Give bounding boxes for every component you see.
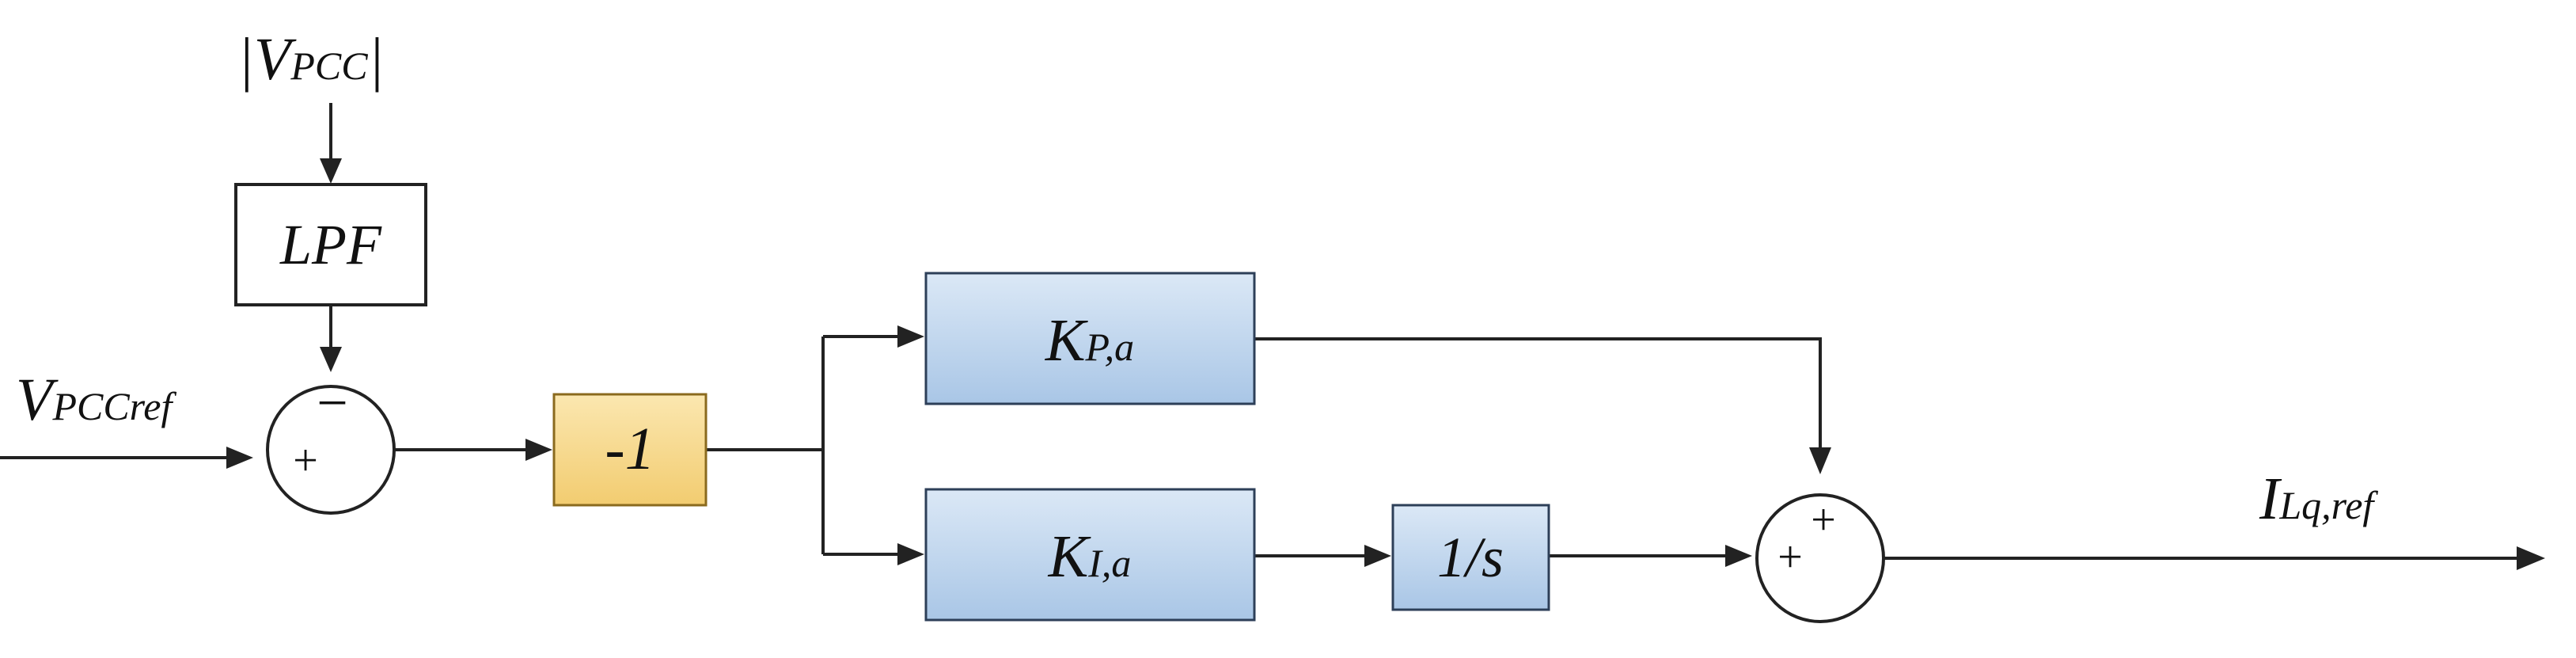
output-label-ilq-ref: ILq,ref (2259, 466, 2378, 532)
arrowhead-into-sum1-top (320, 347, 342, 372)
arrowhead-into-integrator (1364, 545, 1391, 567)
arrowheads (226, 158, 2545, 570)
kp-block[interactable]: KP,a (924, 272, 1256, 405)
arrowhead-into-ki (897, 543, 924, 565)
wires (0, 103, 2525, 560)
kp-box (924, 272, 1256, 405)
arrowhead-output (2517, 546, 2545, 570)
negative-gain-block[interactable]: -1 (552, 393, 708, 507)
gain-box (552, 393, 708, 507)
sum1-minus-sign: − (317, 373, 347, 434)
ki-label: KI,a (1048, 523, 1132, 590)
lpf-block[interactable]: LPF (234, 183, 427, 306)
integrator-label: 1/s (1437, 526, 1504, 589)
input-label-vpcc-ref: VPCCref (16, 367, 176, 433)
integrator-box (1391, 504, 1550, 611)
arrowhead-into-gain (525, 439, 552, 461)
summing-junction-1: + − (266, 373, 396, 515)
lpf-label: LPF (279, 213, 382, 276)
sum1-plus-sign: + (293, 436, 318, 485)
lpf-box (234, 183, 427, 306)
ki-block[interactable]: KI,a (924, 488, 1256, 622)
arrowhead-into-sum1-left (226, 447, 253, 469)
kp-label: KP,a (1045, 307, 1134, 374)
sum1-circle (266, 385, 396, 515)
summing-junction-2: + + (1755, 493, 1885, 623)
sum2-circle (1755, 493, 1885, 623)
input-label-vpcc-abs: |VPCC| (237, 26, 384, 93)
wire-kp-to-sum2 (1254, 337, 1822, 461)
gain-label: -1 (605, 416, 654, 482)
sum2-plus-left-sign: + (1777, 533, 1803, 582)
arrowhead-into-lpf (320, 158, 342, 184)
arrowhead-into-kp (897, 325, 924, 348)
arrowhead-into-sum2-left (1725, 545, 1752, 567)
sum2-plus-top-sign: + (1811, 496, 1836, 545)
integrator-block[interactable]: 1/s (1391, 504, 1550, 611)
ki-box (924, 488, 1256, 622)
arrowhead-into-sum2-top (1809, 447, 1831, 474)
